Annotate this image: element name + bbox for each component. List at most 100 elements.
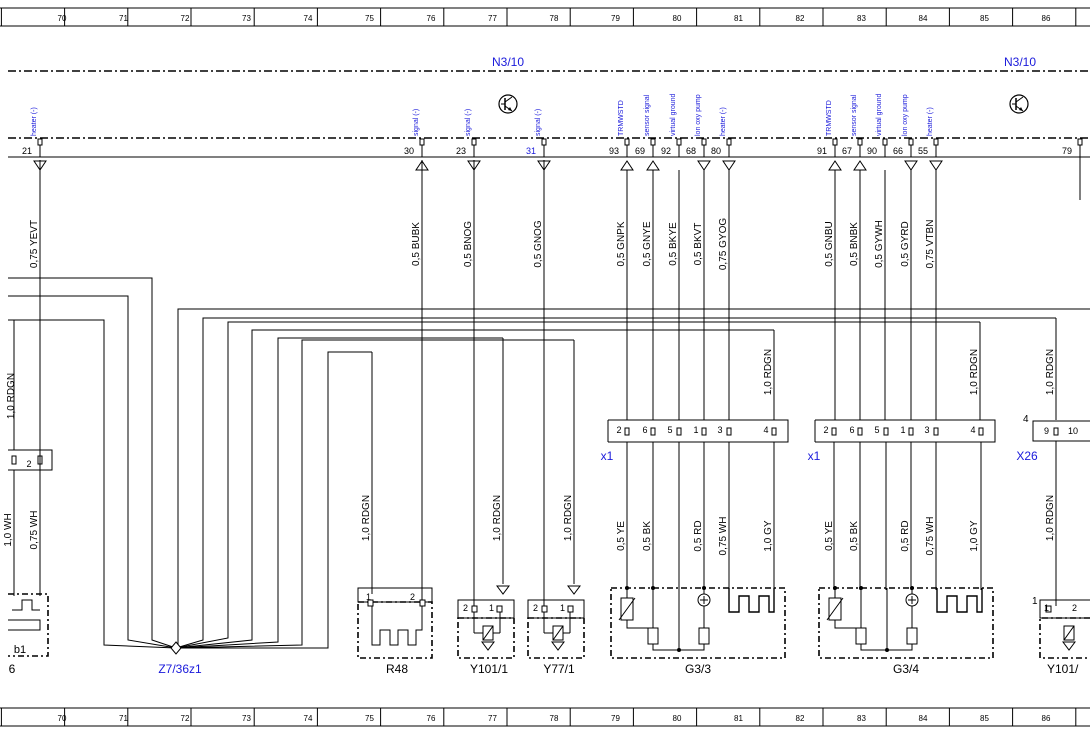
ecu-pin-number: 31	[526, 146, 536, 156]
wire-label: 0,5 BUBK	[411, 222, 422, 266]
y101-1-valve: 2 1 Y101/1	[457, 160, 515, 676]
wire-label: 0,5 GNPK	[616, 221, 627, 266]
connector-pin	[978, 427, 984, 436]
left-connector-pin: 2	[26, 459, 31, 469]
sensor-housing	[818, 587, 994, 659]
wire-label: 0,5 RD	[693, 520, 704, 551]
connector-pin-number: 4	[970, 425, 975, 435]
junction-dot	[885, 648, 889, 652]
ecu-pin-function: heater (-)	[720, 107, 727, 136]
ruler-column-number: 80	[673, 714, 682, 723]
wire-label: 1,0 RDGN	[492, 495, 503, 541]
ruler-column-number: 70	[58, 14, 67, 23]
ruler-column-number: 73	[242, 14, 251, 23]
r48-pin: 2	[410, 592, 415, 602]
ecu-pin-number: 30	[404, 146, 414, 156]
connector-pin-number: 2	[823, 425, 828, 435]
heater-element-icon	[728, 588, 775, 613]
ecu-pin-function: signal (-)	[535, 109, 542, 136]
ecu-pin-function: sensor signal	[644, 94, 651, 136]
ecu-pin-number: 23	[456, 146, 466, 156]
ruler-column-number: 85	[980, 714, 989, 723]
x26-pin: 10	[1068, 426, 1078, 436]
wire-label: 1,0 RDGN	[361, 495, 372, 541]
connector-pin	[933, 427, 939, 436]
ecu-pin-number: 92	[661, 146, 671, 156]
ecu-pin	[676, 138, 682, 146]
wire-label: 0,5 YE	[616, 521, 627, 551]
ecu-pin-number: 93	[609, 146, 619, 156]
ecu-pin	[37, 138, 43, 146]
left-partial-sublabel: b1	[14, 644, 26, 656]
junction-dot	[625, 586, 629, 590]
connector-pin-number: 6	[849, 425, 854, 435]
ruler-column-number: 72	[181, 14, 190, 23]
wire	[626, 620, 653, 629]
connector-pin-number: 5	[874, 425, 879, 435]
transistor-icon	[498, 94, 518, 114]
wire-label: 0,5 GYRD	[900, 221, 911, 267]
connector-pin	[624, 427, 630, 436]
ecu-label: N3/10	[492, 55, 524, 69]
wire-label: 0,75 GYOG	[718, 218, 729, 270]
resistor-icon	[906, 627, 918, 645]
wire	[834, 620, 861, 629]
connector-pin	[701, 427, 707, 436]
ecu-pin	[908, 138, 914, 146]
wire-label: 0,5 GYWH	[874, 220, 885, 268]
signal-out-arrow	[697, 160, 711, 171]
r48-label: R48	[386, 662, 408, 676]
wire-label: 1,0 RDGN	[6, 373, 17, 419]
connector-pin	[883, 427, 889, 436]
connector-pin	[650, 427, 656, 436]
ruler-column-number: 73	[242, 714, 251, 723]
ecu-pin-functions: heater (-)signal (-)signal (-)signal (-)…	[31, 93, 934, 136]
y77-1-pin: 1	[560, 603, 565, 613]
g3-4-sensor	[818, 586, 994, 659]
wire-label: 1,0 RDGN	[1045, 495, 1056, 541]
ruler-column-number: 77	[488, 14, 497, 23]
ruler-column-number: 75	[365, 14, 374, 23]
connector-pin	[908, 427, 914, 436]
ecu-pin-number: 55	[918, 146, 928, 156]
variable-resistor-arrow	[826, 597, 844, 621]
ecu-pin-number: 67	[842, 146, 852, 156]
connector-pin	[831, 427, 837, 436]
y101-partial-pin: 2	[1072, 603, 1077, 613]
ecu-pin	[882, 138, 888, 146]
ruler-column-number: 81	[734, 714, 743, 723]
wire-label: 0,5 BK	[849, 521, 860, 551]
connector-pin-number: 1	[900, 425, 905, 435]
connector-housing	[608, 419, 789, 443]
ecu-pin-number: 91	[817, 146, 827, 156]
y101-partial-pin: 1	[1044, 603, 1049, 613]
ruler-column-number: 76	[427, 714, 436, 723]
ruler-column-number: 83	[857, 14, 866, 23]
signal-out-arrow	[722, 160, 736, 171]
connector-pin-number: 2	[616, 425, 621, 435]
y77-1-valve: 2 1 Y77/1	[527, 160, 585, 676]
signal-out-arrow	[929, 160, 943, 171]
connector-pin	[771, 427, 777, 436]
signal-in-arrow	[620, 160, 634, 171]
r48-pin: 1	[366, 592, 371, 602]
ecu-pin	[650, 138, 656, 146]
ecu-pin	[832, 138, 838, 146]
wire-label: 0,5 BKYE	[668, 222, 679, 266]
wire-label: 1,0 RDGN	[763, 349, 774, 395]
ground-node	[170, 641, 182, 655]
r48-heater: 1 2 R48	[357, 160, 433, 676]
ruler-column-number: 79	[611, 714, 620, 723]
ecu-pin-function: sensor signal	[851, 94, 858, 136]
ecu-pin-number: 79	[1062, 146, 1072, 156]
wire-label: 0,5 GNBU	[824, 221, 835, 267]
connector-pin-number: 3	[717, 425, 722, 435]
ruler-column-number: 82	[796, 714, 805, 723]
connector-label: x1	[808, 449, 821, 463]
